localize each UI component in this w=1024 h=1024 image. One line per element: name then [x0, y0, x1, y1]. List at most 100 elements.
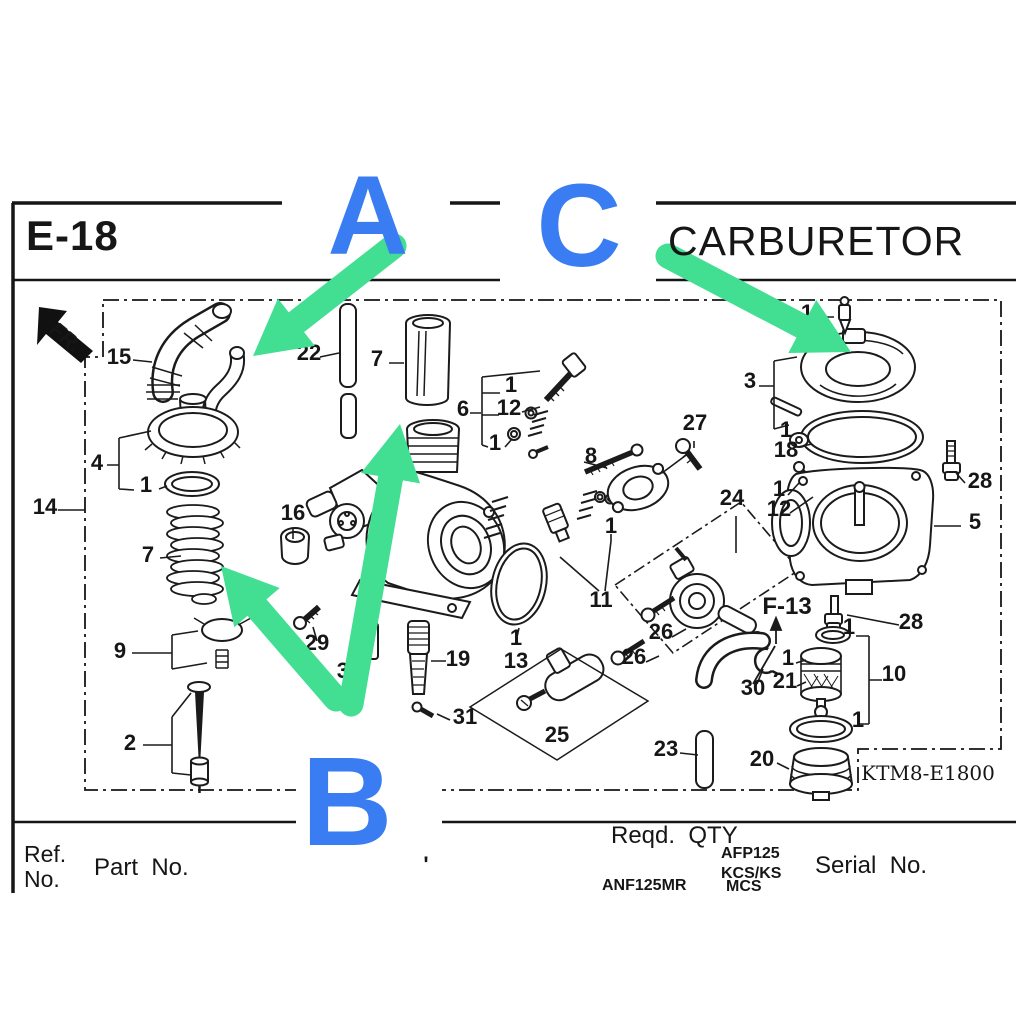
part-label-1-39: 1	[780, 417, 792, 442]
part-label-1-35: 1	[852, 707, 864, 732]
part-label-19-12: 19	[446, 646, 470, 671]
letter-patch-b	[296, 736, 442, 850]
part-label-3-44: 3	[744, 368, 756, 393]
part-1-oring-cap	[164, 471, 220, 497]
part-label-7-2: 7	[371, 346, 383, 371]
part-25-valve	[516, 647, 605, 711]
part-5-float-chamber	[771, 466, 935, 595]
model-anf125mr: ANF125MR	[602, 877, 687, 894]
part-label-4-3: 4	[91, 450, 104, 475]
f13-arrow-icon	[752, 615, 783, 685]
annotation-letter-b: B	[302, 731, 393, 872]
part-label-9-8: 9	[114, 638, 126, 663]
part-4-cap	[144, 393, 241, 465]
letter-patch-c	[500, 162, 656, 282]
part-label-31-13: 31	[453, 704, 477, 729]
part-label-15-0: 15	[107, 344, 131, 369]
part-8-screw	[483, 443, 644, 540]
part-label-1-17: 1	[489, 430, 501, 455]
section-title: CARBURETOR	[668, 218, 965, 264]
part-13-oring	[490, 542, 548, 626]
part-label-27-24: 27	[683, 410, 707, 435]
part-label-7-6: 7	[142, 542, 154, 567]
table-header-serial-no: Serial No.	[815, 852, 928, 879]
part-label-14-5: 14	[33, 494, 58, 519]
part-flange	[594, 462, 670, 514]
part-label-1-21: 1	[510, 625, 522, 650]
part-label-30-29: 30	[741, 675, 765, 700]
part-label-24-25: 24	[720, 485, 745, 510]
part-label-1-4: 1	[140, 472, 152, 497]
table-header-ref-no: Ref. No.	[24, 841, 67, 892]
part-label-1-30: 1	[782, 645, 794, 670]
front-direction-arrow-icon	[37, 307, 93, 363]
part-label-16-7: 16	[281, 500, 305, 525]
part-label-25-23: 25	[545, 722, 569, 747]
part-label-5-37: 5	[969, 509, 981, 534]
part-label-1-33: 1	[843, 614, 855, 639]
part-label-20-32: 20	[750, 746, 774, 771]
arrow-b-body	[338, 424, 421, 717]
part-number-labels: 1522741147169293221931611218111113252724…	[33, 300, 995, 877]
table-header-part-no: Part No.	[94, 854, 189, 881]
part-label-26-27: 26	[622, 644, 646, 669]
part-1-gasket-upper	[815, 626, 851, 644]
part-label-f-13-45: F-13	[762, 593, 811, 620]
leader-lines	[58, 316, 966, 776]
part-label-1-41: 1	[773, 476, 785, 501]
part-28-bolt-bottom	[824, 595, 843, 632]
part-28-bolt-top	[942, 440, 961, 481]
part-label--47: '	[423, 852, 428, 877]
part-label-8-18: 8	[585, 443, 597, 468]
part-label-11-20: 11	[589, 587, 612, 612]
model-mcs: MCS	[726, 878, 762, 895]
annotation-overlay: A B C	[221, 150, 851, 872]
part-label-12-42: 12	[767, 496, 791, 521]
part-label-1-15: 1	[505, 372, 517, 397]
page-code: E-18	[26, 212, 119, 259]
annotation-letter-a: A	[328, 153, 409, 278]
part-label-18-40: 18	[774, 437, 798, 462]
part-label-12-16: 12	[497, 395, 521, 420]
part-6-screw-set	[507, 352, 587, 459]
annotation-letter-c: C	[536, 160, 621, 292]
part-18-gasket	[789, 410, 924, 464]
part-label-ktm8-e1800-46: KTM8-E1800	[861, 761, 995, 785]
arrow-c	[655, 243, 851, 354]
part-9-valve	[193, 617, 252, 669]
part-7-spring	[166, 504, 224, 605]
part-label-1-19: 1	[605, 513, 617, 538]
part-drawings	[144, 296, 961, 801]
part-22-tube	[339, 303, 357, 439]
part-label-28-36: 28	[968, 468, 992, 493]
part-1-gasket-lower	[789, 715, 853, 743]
part-23-hose	[695, 631, 771, 789]
arrow-a	[253, 233, 407, 356]
part-label-13-22: 13	[504, 648, 528, 673]
table-header-reqd-qty: Reqd. QTY	[611, 822, 738, 849]
part-label-21-31: 21	[773, 668, 797, 693]
part-31-screw	[411, 701, 435, 719]
model-afp125: AFP125	[721, 845, 780, 862]
part-1-float-valve	[838, 296, 852, 336]
part-29-screw	[293, 604, 321, 630]
model-kcs-ks: KCS/KS	[721, 865, 782, 882]
part-label-6-14: 6	[457, 396, 469, 421]
part-2-jet-needle	[187, 681, 211, 793]
diagram-boundary	[84, 299, 1002, 791]
part-label-28-38: 28	[899, 609, 923, 634]
part-7-sleeve	[405, 314, 452, 406]
part-carburetor-body	[323, 419, 506, 620]
arrow-b-spring	[221, 566, 349, 712]
part-label-26-26: 26	[649, 619, 673, 644]
part-label-23-28: 23	[654, 736, 678, 761]
part-label-2-11: 2	[124, 730, 136, 755]
part-26-screws	[610, 595, 676, 666]
part-19-boot	[407, 620, 430, 695]
part-21-filter	[800, 647, 842, 719]
part-20-drain-knob	[789, 747, 853, 801]
part-label-10-34: 10	[882, 661, 906, 686]
part-16-cap	[279, 527, 311, 565]
